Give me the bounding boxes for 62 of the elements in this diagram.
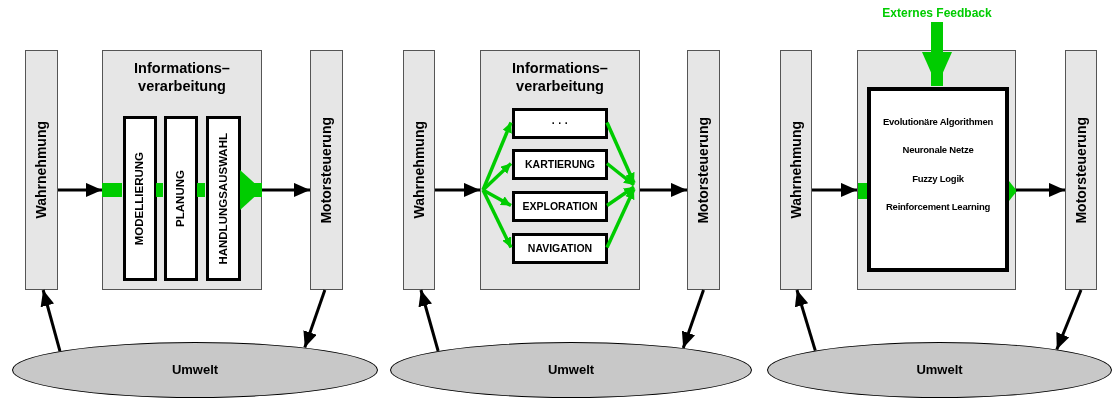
method-label: Reinforcement Learning — [885, 199, 990, 214]
arrow — [481, 189, 513, 249]
process-column — [310, 50, 343, 290]
box-label: NAVIGATION — [527, 240, 593, 256]
box-label: · · · — [551, 115, 569, 131]
process-column — [687, 50, 720, 290]
arrow — [606, 185, 635, 207]
arrow — [239, 170, 263, 210]
module-box — [164, 116, 198, 281]
process-column — [780, 50, 812, 290]
method-label: Fuzzy Logik — [912, 171, 964, 186]
process-box — [480, 50, 640, 290]
module-box — [512, 149, 608, 180]
arrow — [303, 289, 327, 349]
box-label: Wahrnehmung — [32, 121, 50, 219]
arrow — [681, 289, 705, 349]
box-label: Wahrnehmung — [409, 121, 428, 219]
box-label: Motorsteuerung — [317, 116, 335, 224]
arrow — [794, 289, 817, 351]
method-box — [867, 87, 1009, 272]
box-heading: Informations– verarbeitung — [133, 59, 231, 95]
module-box — [512, 108, 608, 139]
process-box — [857, 50, 1016, 290]
process-column — [403, 50, 435, 290]
module-box — [512, 233, 608, 264]
feedback-label: Externes Feedback — [882, 5, 992, 22]
box-label: Umwelt — [916, 361, 963, 380]
arrow — [605, 162, 636, 187]
arrow — [418, 289, 440, 352]
module-box — [206, 116, 241, 281]
arrow — [481, 162, 513, 192]
arrow — [605, 121, 636, 184]
arrow — [435, 182, 480, 197]
box-label: Motorsteuerung — [1071, 116, 1090, 224]
arrow — [1055, 289, 1083, 351]
arrow — [812, 182, 857, 197]
arrow — [481, 121, 513, 191]
box-label: PLANUNG — [173, 170, 188, 227]
process-column — [1065, 50, 1097, 290]
box-label: Umwelt — [171, 361, 219, 380]
box-label: MODELLIERUNG — [132, 151, 147, 246]
arrow — [640, 182, 687, 197]
box-label: HANDLUNGSAUSWAHL — [215, 132, 230, 265]
module-box — [123, 116, 157, 281]
method-label: Neuronale Netze — [902, 143, 974, 158]
arrow — [482, 188, 512, 208]
box-label: Motorsteuerung — [694, 116, 712, 224]
arrow — [58, 182, 102, 197]
module-box — [512, 191, 608, 222]
method-label: Evolutionäre Algorithmen — [882, 115, 994, 129]
box-label: KARTIERUNG — [525, 156, 595, 172]
arrow — [922, 22, 952, 86]
box-heading: Informations– verarbeitung — [511, 59, 609, 95]
arrow — [262, 182, 310, 197]
box-label: EXPLORATION — [522, 198, 598, 214]
process-box — [102, 50, 262, 290]
box-label: Wahrnehmung — [786, 121, 805, 219]
process-column — [25, 50, 58, 290]
arrow — [1016, 182, 1065, 197]
arrow — [605, 188, 636, 249]
box-label: Umwelt — [547, 361, 595, 380]
arrow — [40, 289, 62, 352]
